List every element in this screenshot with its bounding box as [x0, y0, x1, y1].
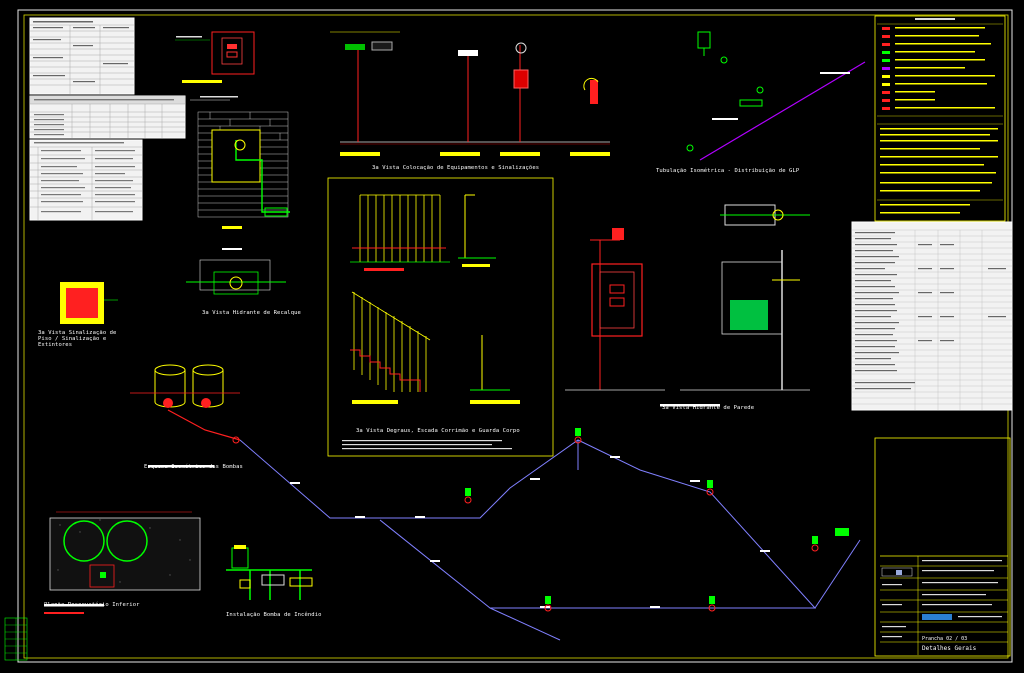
quantity-table: [851, 221, 1013, 411]
detail-guard-rail-panel: [327, 177, 554, 457]
detail-brick-wall-hydrant: [190, 96, 290, 229]
piping-fittings: [232, 436, 819, 612]
detail-isometric-tanks: [130, 364, 241, 468]
title-hidrante-recalque: 3a Vista Hidrante de Recalque: [202, 310, 301, 316]
table-top-left-1: [29, 17, 135, 95]
title-equipamentos: 3a Vista Colocação de Equipamentos e Sin…: [372, 165, 540, 171]
title-sinalizacao-piso: 3a Vista Sinalização de Piso / Sinalizaç…: [38, 330, 117, 348]
title-guarda-corpo: 3a Vista Degraus, Escada Corrimão e Guar…: [356, 428, 520, 434]
title-glp-line: Tubulação Isométrica - Distribuição de G…: [656, 168, 800, 174]
detail-floor-signage: [60, 282, 118, 324]
detail-hydrant-recalque: [186, 248, 286, 295]
detail-glp-isometric: [686, 31, 866, 161]
title-hidrante-parede: 3a Vista Hidrante de Parede: [662, 405, 755, 411]
corner-table: [4, 617, 28, 661]
table-top-left-2: [29, 95, 186, 139]
title-isometrico-tanques: Esquema Isométrico das Bombas: [144, 464, 243, 470]
detail-hydrant-box-top: [175, 31, 255, 83]
title-planta-reservatorio: Planta Reservatório Inferior: [44, 602, 140, 608]
title-block-revision: Prancha 02 / 03: [922, 636, 968, 642]
legend-panel: [874, 15, 1006, 222]
title-block-sheet-title: Detalhes Gerais: [922, 645, 977, 652]
table-top-left-3: [29, 139, 143, 221]
title-bomba-incendio: Instalação Bomba de Incêndio: [226, 612, 322, 618]
detail-connection-top-right: [720, 204, 810, 226]
detail-equipment-signage: [330, 31, 610, 156]
detail-reservoir-plan: [44, 511, 201, 614]
detail-wall-hydrant-right: [565, 228, 810, 407]
title-block: [874, 437, 1011, 657]
piping-labels: [290, 456, 770, 608]
piping-valves: [465, 428, 849, 604]
detail-fire-pump: [226, 545, 313, 600]
